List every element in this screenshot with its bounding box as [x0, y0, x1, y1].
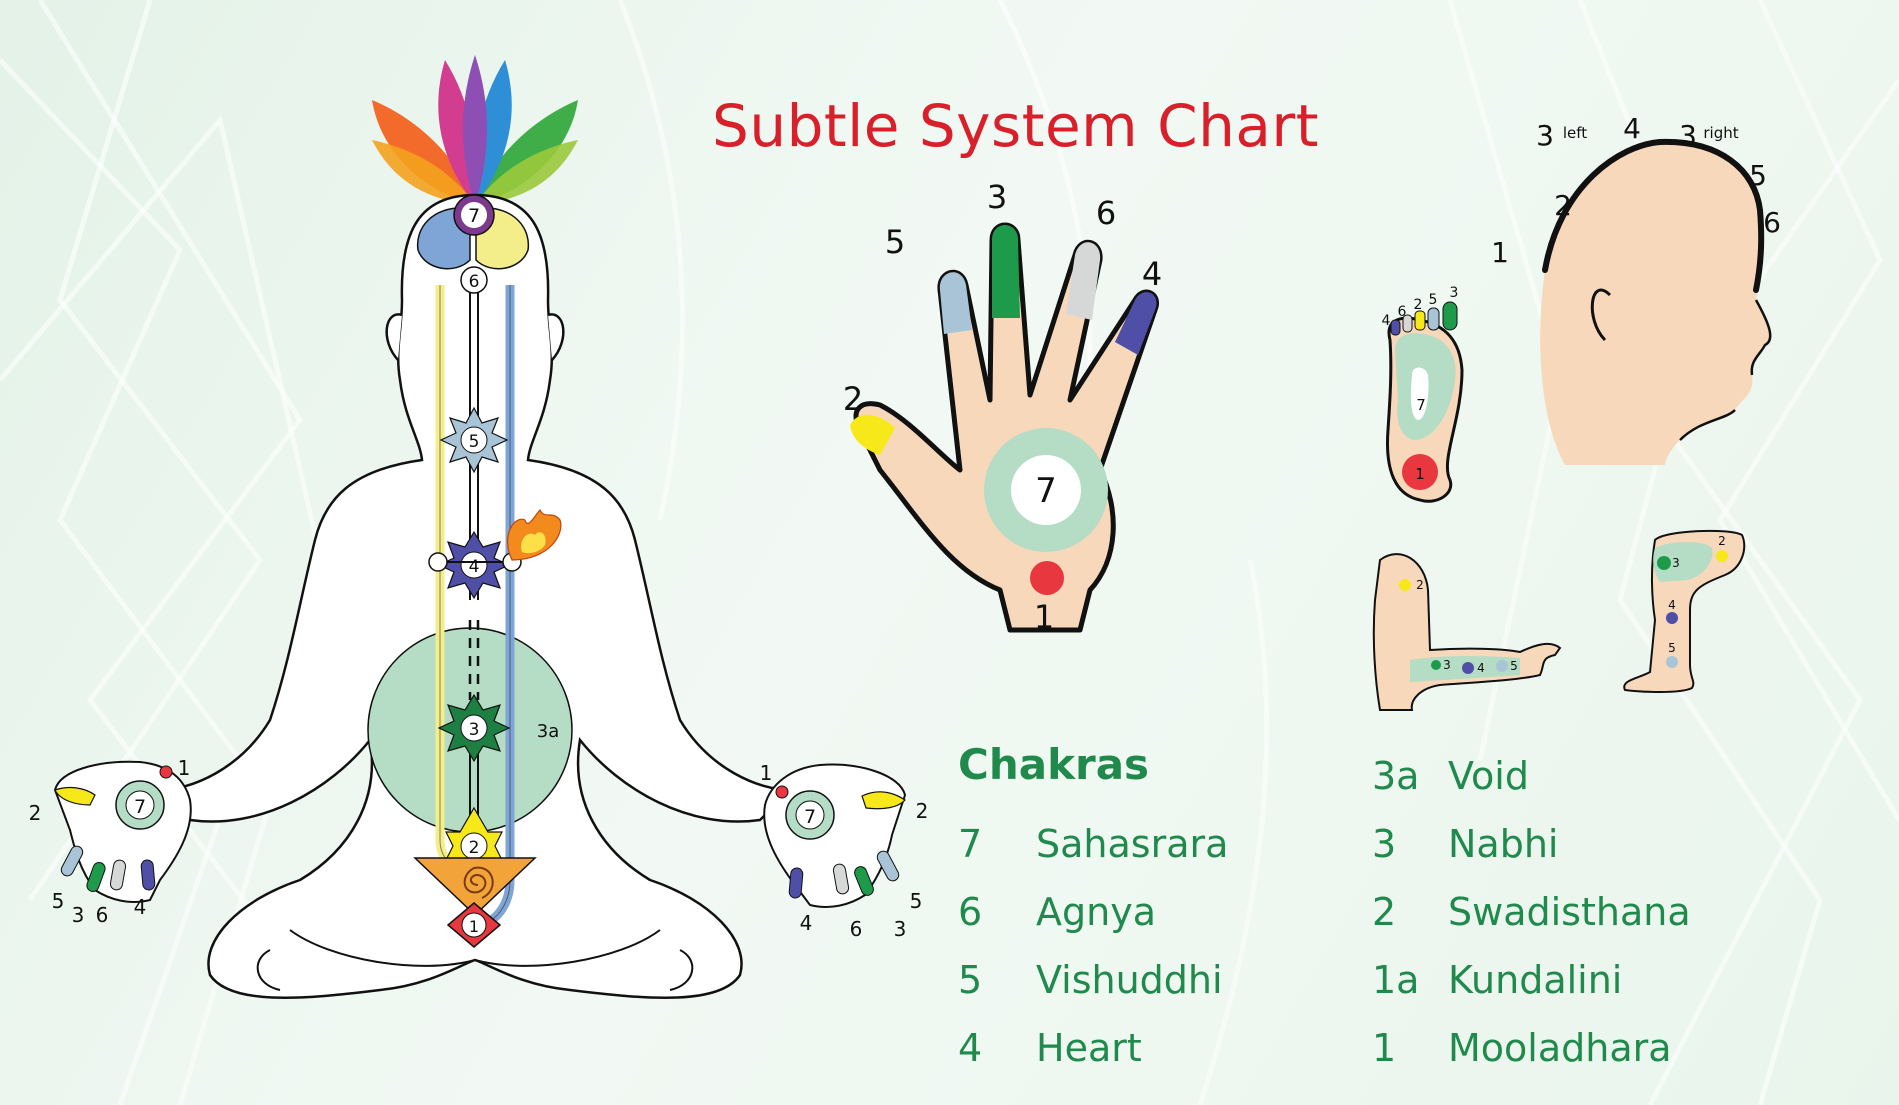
left-hand-6: 6 — [96, 903, 109, 927]
arm-diagram: 2 3 4 5 — [1372, 553, 1562, 711]
figure-right-hand: 7 1 2 4 6 3 5 — [760, 761, 929, 941]
head-2: 2 — [1554, 189, 1572, 222]
legend-item-name: Sahasrara — [1036, 822, 1229, 866]
legend-item: 2 Swadisthana — [1372, 878, 1691, 946]
foot-toe-2: 2 — [1414, 297, 1423, 313]
right-hand-2: 2 — [916, 799, 929, 823]
legend-item: 3 Nabhi — [1372, 810, 1691, 878]
legend-item: 5 Vishuddhi — [958, 946, 1228, 1014]
legend-item-name: Agnya — [1036, 890, 1156, 934]
right-hand-6: 6 — [850, 917, 863, 941]
leg-5: 5 — [1668, 641, 1676, 655]
legend-item-number: 6 — [958, 890, 983, 934]
head-6: 6 — [1763, 206, 1781, 239]
legend-column-2: 3a Void 3 Nabhi 2 Swadisthana 1a Kundali… — [1372, 742, 1691, 1082]
right-hand-4: 4 — [800, 911, 813, 935]
foot-1: 1 — [1415, 465, 1425, 483]
foot-toe-4: 4 — [1382, 313, 1391, 329]
head-left-word: left — [1563, 124, 1587, 142]
arm-2: 2 — [1416, 578, 1424, 592]
legend-item: 7 Sahasrara — [958, 810, 1228, 878]
chakra-4-label: 4 — [469, 557, 480, 577]
foot-toe-6: 6 — [1398, 304, 1407, 320]
chakra-7-label: 7 — [468, 205, 480, 227]
legend-item: 1a Kundalini — [1372, 946, 1691, 1014]
foot-diagram: 7 1 4 6 2 5 3 — [1382, 285, 1464, 503]
chakra-6-label: 6 — [469, 272, 480, 292]
legend-item-name: Void — [1448, 754, 1529, 798]
void-3a-label: 3a — [537, 721, 559, 742]
leg-3: 3 — [1672, 556, 1680, 570]
figure-left-hand: 7 1 2 5 3 6 4 — [29, 756, 192, 927]
legend-item-name: Nabhi — [1448, 822, 1559, 866]
legend-item: 4 Heart — [958, 1014, 1228, 1082]
left-hand-1: 1 — [178, 756, 191, 780]
big-hand-diagram: 7 1 2 5 3 6 4 — [843, 178, 1162, 636]
legend-item-name: Mooladhara — [1448, 1026, 1672, 1070]
big-hand-1: 1 — [1034, 598, 1054, 636]
legend-item-number: 2 — [1372, 890, 1397, 934]
big-hand-2: 2 — [843, 380, 863, 418]
right-hand-5: 5 — [910, 889, 923, 913]
foot-toe-5: 5 — [1429, 292, 1438, 308]
left-hand-4: 4 — [134, 895, 147, 919]
legend-item-number: 7 — [958, 822, 983, 866]
chakra-1-label: 1 — [469, 917, 479, 936]
head-4: 4 — [1623, 112, 1641, 145]
legend-item-number: 5 — [958, 958, 983, 1002]
left-hand-5: 5 — [52, 889, 65, 913]
big-hand-4: 4 — [1142, 255, 1162, 293]
head-5: 5 — [1749, 159, 1767, 192]
legend-item-name: Heart — [1036, 1026, 1142, 1070]
legend-column-1: 7 Sahasrara 6 Agnya 5 Vishuddhi 4 Heart — [958, 810, 1228, 1082]
head-profile-diagram: 3 left 4 3 right 5 6 2 1 — [1491, 112, 1781, 465]
legend-item: 1 Mooladhara — [1372, 1014, 1691, 1082]
legend-item-name: Kundalini — [1448, 958, 1623, 1002]
arm-4: 4 — [1477, 661, 1485, 675]
right-hand-1: 1 — [760, 761, 773, 785]
legend-item: 6 Agnya — [958, 878, 1228, 946]
legend-item-number: 3a — [1372, 754, 1420, 798]
legend-item-number: 4 — [958, 1026, 983, 1070]
right-hand-3: 3 — [894, 917, 907, 941]
heart-flame-icon — [506, 508, 562, 561]
kundalini-triangle — [413, 857, 537, 917]
chakra-3-label: 3 — [469, 720, 480, 740]
legend-item-name: Swadisthana — [1448, 890, 1691, 934]
head-3-left: 3 — [1536, 119, 1554, 152]
legend-heading: Chakras — [958, 740, 1150, 789]
arm-5: 5 — [1510, 659, 1518, 673]
foot-7: 7 — [1416, 396, 1426, 414]
lotus-flower-icon — [372, 55, 578, 205]
leg-4: 4 — [1668, 598, 1676, 612]
arm-3: 3 — [1443, 658, 1451, 672]
chakra-2-label: 2 — [469, 838, 480, 858]
left-hand-7: 7 — [134, 796, 146, 818]
left-hand-2: 2 — [29, 801, 42, 825]
head-1: 1 — [1491, 236, 1509, 269]
legend-item-number: 1a — [1372, 958, 1420, 1002]
legend-item-name: Vishuddhi — [1036, 958, 1223, 1002]
left-hand-3: 3 — [72, 903, 85, 927]
page-title: Subtle System Chart — [712, 92, 1319, 160]
legend-item-number: 1 — [1372, 1026, 1397, 1070]
head-3-right: 3 — [1679, 119, 1697, 152]
big-hand-7: 7 — [1035, 471, 1057, 511]
legend-item: 3a Void — [1372, 742, 1691, 810]
leg-2: 2 — [1718, 534, 1726, 548]
right-hand-7: 7 — [804, 806, 816, 828]
big-hand-3: 3 — [987, 178, 1007, 216]
legend-item-number: 3 — [1372, 822, 1397, 866]
big-hand-5: 5 — [885, 223, 905, 261]
leg-diagram: 3 2 4 5 — [1623, 529, 1746, 693]
foot-toe-3: 3 — [1450, 285, 1459, 301]
head-right-word: right — [1703, 124, 1738, 142]
big-hand-6: 6 — [1096, 194, 1116, 232]
seated-figure: 7 6 5 4 3 3a 2 1 — [29, 55, 929, 999]
chakra-5-label: 5 — [469, 432, 480, 452]
